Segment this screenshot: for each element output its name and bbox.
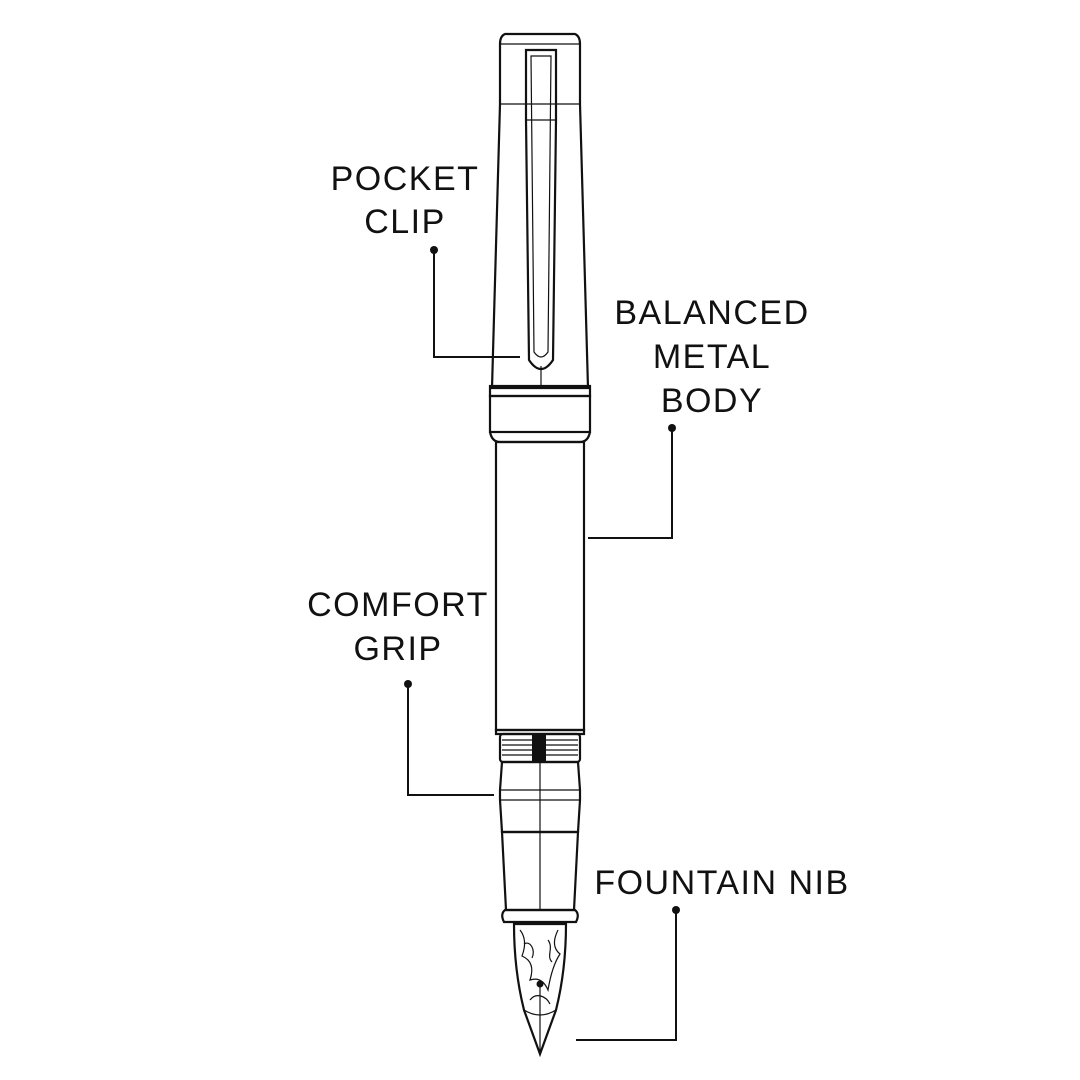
pocket-clip-leader-line <box>433 250 520 358</box>
callout-comfort-grip: COMFORT GRIP <box>307 586 494 796</box>
threads <box>498 732 582 764</box>
body-leader-line <box>588 428 673 539</box>
pocket-clip <box>524 48 558 388</box>
body-label-line1: BALANCED <box>614 294 809 332</box>
pen <box>488 32 592 1058</box>
grip-leader-line <box>407 684 494 796</box>
pocket-clip-label-line2: CLIP <box>364 203 446 241</box>
decorative-band <box>488 384 592 444</box>
pen-cap <box>490 32 590 390</box>
barrel <box>494 440 586 736</box>
nib-label: FOUNTAIN NIB <box>594 864 849 902</box>
grip-label-line1: COMFORT <box>307 586 489 624</box>
grip-label-line2: GRIP <box>353 630 442 668</box>
callout-balanced-metal-body: BALANCED METAL BODY <box>588 294 809 539</box>
pocket-clip-label-line1: POCKET <box>331 160 480 198</box>
fountain-nib <box>512 922 568 1058</box>
callout-fountain-nib: FOUNTAIN NIB <box>576 864 849 1041</box>
callout-pocket-clip: POCKET CLIP <box>331 160 520 358</box>
nib-leader-line <box>576 910 677 1041</box>
body-label-line2: METAL <box>653 338 771 376</box>
grip-section <box>498 760 582 924</box>
body-label-line3: BODY <box>661 382 763 420</box>
